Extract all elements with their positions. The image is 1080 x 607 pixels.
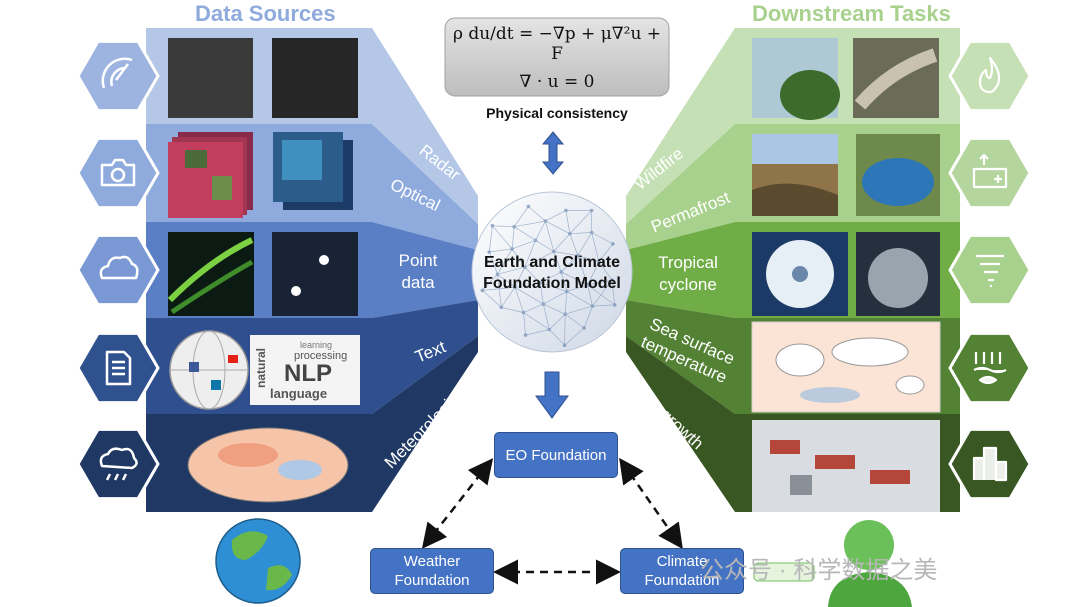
source-hex-point-data [76, 233, 160, 307]
optical-image-2 [273, 132, 353, 210]
physical-consistency-caption: Physical consistency [486, 105, 628, 121]
word-cloud-image [250, 335, 360, 405]
radar-dish-icon [101, 57, 133, 89]
word-processing: processing [294, 350, 348, 362]
source-icons [76, 39, 160, 501]
sst-map-image [751, 321, 941, 413]
point-data-image-2 [272, 232, 358, 316]
source-hex-optical [76, 136, 160, 210]
word-cloud: natural learning processing NLP language [254, 338, 358, 404]
source-label-point-data: Point data [398, 251, 438, 292]
down-arrow [535, 371, 569, 419]
cyclone-image-2 [856, 232, 940, 316]
city-icon [972, 446, 1008, 482]
equation-box [444, 17, 670, 97]
point-data-image-1 [167, 232, 254, 316]
task-thumbnails [751, 38, 941, 512]
foundation-links [421, 457, 683, 585]
radar-image-1 [168, 38, 253, 118]
source-hex-meteorological [76, 427, 160, 501]
task-icons [948, 39, 1032, 501]
urban-growth-image [752, 420, 940, 512]
downstream-tasks-title: Downstream Tasks [752, 1, 951, 26]
cloud-icon [99, 255, 139, 280]
watermark-text: 公众号 · 科学数据之美 [700, 557, 938, 584]
core-model-line-2: Foundation Model [483, 275, 621, 292]
document-icon [105, 350, 132, 386]
foundation-model-sphere [471, 191, 633, 353]
wildfire-image-1 [752, 38, 840, 120]
permafrost-image-2 [856, 134, 940, 216]
task-hex-tropical-cyclone [948, 233, 1032, 307]
radar-image-2 [272, 38, 358, 118]
person-icon [753, 520, 912, 607]
consistency-arrow [541, 131, 565, 175]
task-label-tropical-cyclone: Tropical cyclone [658, 253, 718, 294]
optical-image-1 [168, 132, 253, 218]
cyclone-image-1 [752, 232, 848, 316]
fire-icon [978, 56, 1001, 94]
wildfire-image-2 [853, 38, 939, 118]
task-hex-permafrost [948, 136, 1032, 210]
eo-foundation-box: EO Foundation [494, 432, 618, 478]
data-sources-title: Data Sources [195, 1, 336, 26]
core-model-label: Earth and Climate Foundation Model [462, 252, 642, 294]
storm-cloud-icon [99, 447, 138, 481]
equation-line-1: ρ du/dt = −∇p + μ∇²u + F [452, 24, 662, 64]
fish-waves-icon [973, 352, 1007, 385]
word-language: language [270, 386, 328, 401]
weather-foundation-box: Weather Foundation [370, 548, 494, 594]
text-globe-image [169, 330, 249, 410]
word-learning: learning [300, 340, 333, 350]
source-thumbnails [167, 38, 360, 503]
core-model-line-1: Earth and Climate [483, 254, 621, 271]
permafrost-image-1 [752, 134, 838, 216]
climate-foundation-box: Climate Foundation [620, 548, 744, 594]
task-hex-sea-surface-temperature [948, 331, 1032, 405]
meteorological-map-image [187, 427, 349, 503]
word-nlp: NLP [284, 360, 332, 387]
camera-icon [100, 158, 136, 187]
cyclone-icon [976, 254, 1004, 288]
permafrost-icon [972, 153, 1008, 189]
earth-globe-icon [215, 518, 301, 604]
equation-line-2: ∇ · u = 0 [519, 72, 595, 92]
word-natural: natural [254, 347, 268, 388]
navier-stokes-equation: ρ du/dt = −∇p + μ∇²u + F ∇ · u = 0 [450, 24, 664, 92]
